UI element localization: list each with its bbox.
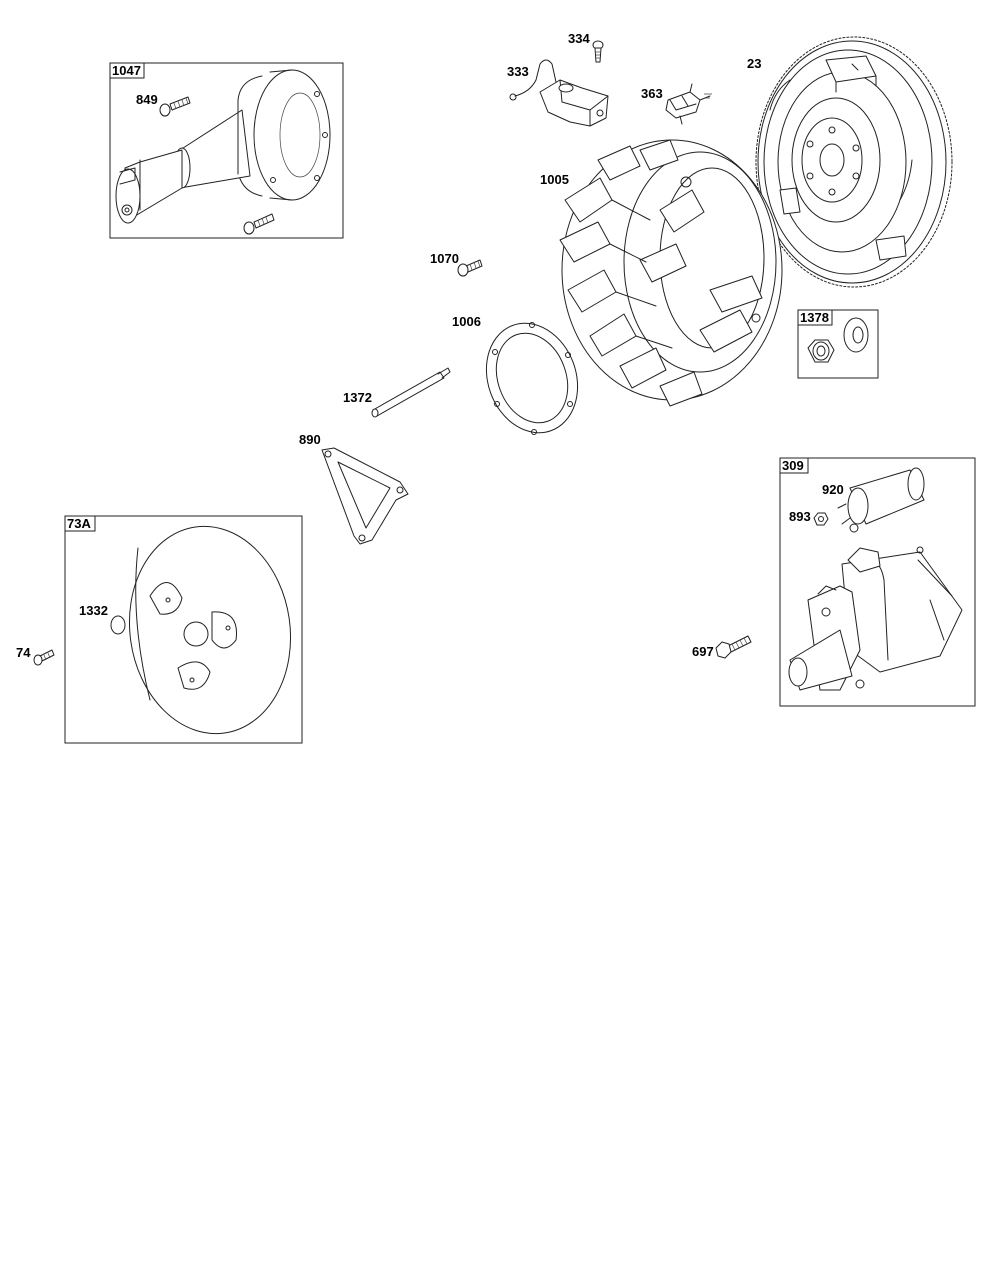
callout-23: 23 <box>747 56 761 71</box>
callout-1332: 1332 <box>79 603 108 618</box>
callout-1005: 1005 <box>540 172 569 187</box>
callout-1006: 1006 <box>452 314 481 329</box>
bracket-890 <box>321 447 409 545</box>
starter-motor <box>788 546 963 691</box>
washer-1332 <box>110 615 126 635</box>
kit-309-box: 309 <box>779 457 976 707</box>
crankshaft-adapter <box>115 69 331 224</box>
bolt-697 <box>715 635 752 659</box>
bolt-1070 <box>457 259 483 277</box>
nut-893 <box>813 512 829 526</box>
stud-1372 <box>371 367 451 418</box>
callout-697: 697 <box>692 644 714 659</box>
callout-1372: 1372 <box>343 390 372 405</box>
kit-73A-box: 73A <box>64 515 303 744</box>
callout-363: 363 <box>641 86 663 101</box>
screw-74 <box>33 649 55 666</box>
cooling-fan-1005 <box>559 139 783 407</box>
spacer-plate-1006 <box>485 322 579 435</box>
callout-334: 334 <box>568 31 590 46</box>
callout-333: 333 <box>507 64 529 79</box>
blower-housing-plate-73A <box>128 525 292 735</box>
callout-309: 309 <box>782 458 804 473</box>
nut-1378 <box>807 339 835 363</box>
kit-1378-box: 1378 <box>797 309 879 379</box>
solenoid-920 <box>837 467 925 533</box>
rectifier-363 <box>665 83 712 125</box>
kit-1047-box: 1047 <box>109 62 344 239</box>
callout-1070: 1070 <box>430 251 459 266</box>
callout-893: 893 <box>789 509 811 524</box>
callout-849: 849 <box>136 92 158 107</box>
callout-73A: 73A <box>67 516 91 531</box>
bolt-1047-lower <box>243 213 275 235</box>
callout-920: 920 <box>822 482 844 497</box>
callout-74: 74 <box>16 645 31 660</box>
callout-890: 890 <box>299 432 321 447</box>
callout-1378: 1378 <box>800 310 829 325</box>
bolt-849 <box>159 96 191 117</box>
ignition-coil-333 <box>509 59 609 127</box>
callout-1047: 1047 <box>112 63 141 78</box>
flywheel-23 <box>755 36 953 288</box>
screw-334 <box>592 40 604 63</box>
washer-1378 <box>843 317 869 353</box>
